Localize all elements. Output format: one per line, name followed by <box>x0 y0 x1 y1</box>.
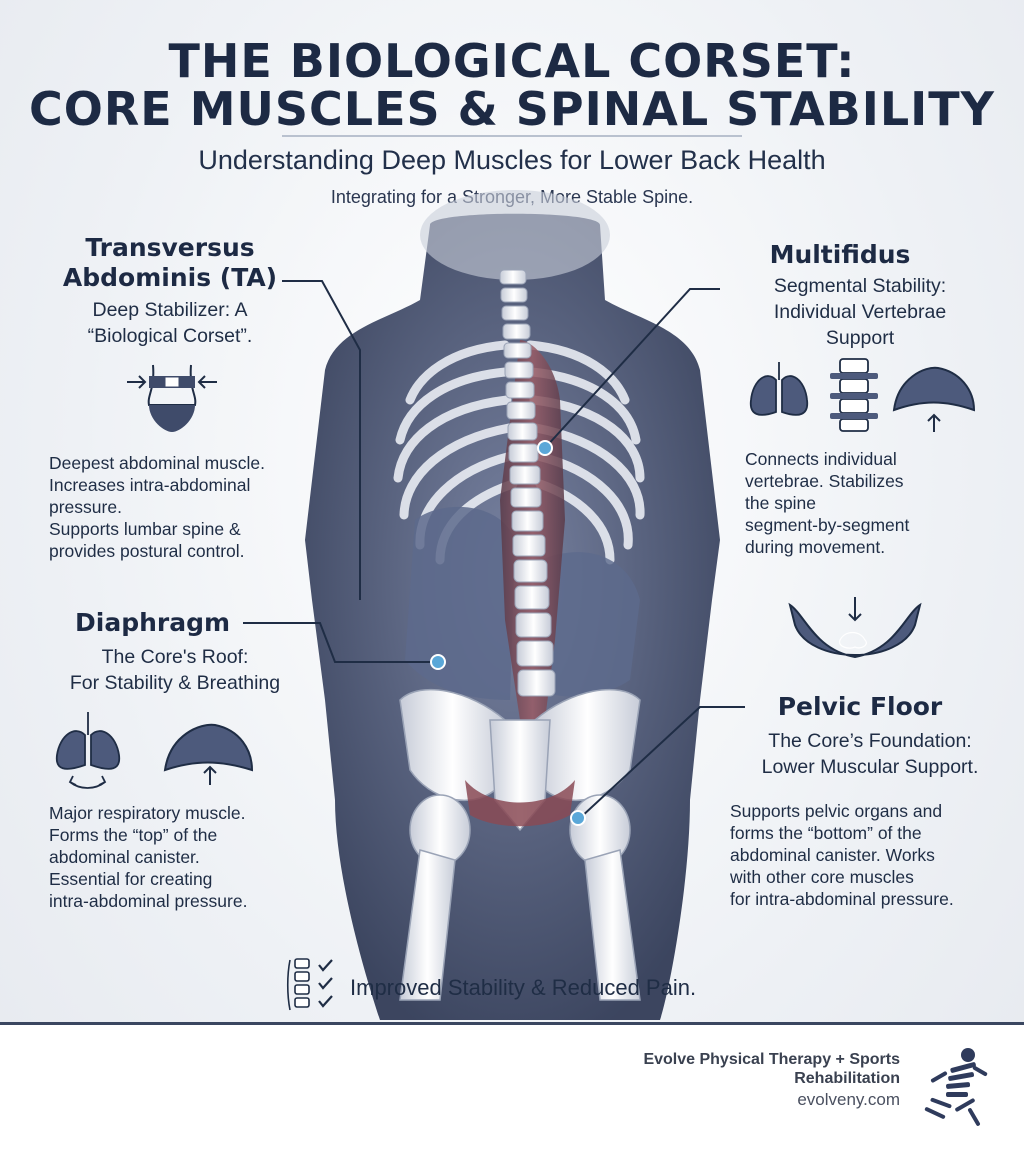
lungs-icon <box>55 712 121 789</box>
ta-desc-line: pressure. <box>49 497 122 517</box>
leader-dots <box>430 440 586 826</box>
ta-subtitle-line-1: Deep Stabilizer: A <box>92 299 248 321</box>
subtitle: Understanding Deep Muscles for Lower Bac… <box>198 145 826 175</box>
leader-lines <box>243 280 745 819</box>
spine-checklist-icon <box>286 958 333 1011</box>
ta-title-line-2: Abdominis (TA) <box>62 263 278 292</box>
multifidus-desc-line: the spine <box>745 493 817 513</box>
ta-description: Deepest abdominal muscle. Increases intr… <box>49 452 319 562</box>
running-figure-logo <box>924 1048 988 1126</box>
ta-desc-line: Deepest abdominal muscle. <box>49 453 265 473</box>
diaphragm-desc-line: Essential for creating <box>49 869 213 889</box>
title-divider <box>282 135 742 137</box>
abdominal-muscle <box>405 506 515 700</box>
diaphragm-desc-line: Major respiratory muscle. <box>49 803 246 823</box>
diaphragm-desc-line: Forms the “top” of the <box>49 825 218 845</box>
multifidus-subtitle-line-1: Segmental Stability: <box>773 275 947 297</box>
pelvic-floor-subtitle-line-1: The Core’s Foundation: <box>768 730 972 752</box>
diaphragm-desc-line: intra-abdominal pressure. <box>49 891 248 911</box>
pelvic-floor-subtitle-line-2: Lower Muscular Support. <box>761 756 979 778</box>
pelvic-hammock-icon <box>788 597 922 659</box>
pelvic-floor-desc-line: with other core muscles <box>730 867 914 887</box>
title-line-1: THE BIOLOGICAL CORSET: <box>168 34 856 88</box>
footer-org-line-2: Rehabilitation <box>794 1070 900 1087</box>
title-line-2: CORE MUSCLES & SPINAL STABILITY <box>29 82 995 136</box>
diaphragm-desc-line: abdominal canister. <box>49 847 200 867</box>
multifidus-desc-line: vertebrae. Stabilizes <box>745 471 904 491</box>
spine <box>499 269 556 697</box>
pelvic-floor-desc-line: abdominal canister. Works <box>730 845 935 865</box>
pelvic-floor-description: Supports pelvic organs and forms the “bo… <box>730 800 1020 910</box>
outcome-text: Improved Stability & Reduced Pain. <box>350 975 697 1000</box>
pelvic-floor-desc-line: forms the “bottom” of the <box>730 823 922 843</box>
lungs-icon <box>749 362 809 416</box>
diaphragm-subtitle-line-2: For Stability & Breathing <box>69 672 281 694</box>
ta-desc-line: provides postural control. <box>49 541 245 561</box>
waist-compression-icon <box>127 364 217 432</box>
multifidus-subtitle-line-2: Individual Vertebrae <box>773 301 947 323</box>
multifidus-desc-line: Connects individual <box>745 449 897 469</box>
pelvic-floor-desc-line: for intra-abdominal pressure. <box>730 889 954 909</box>
multifidus-description: Connects individual vertebrae. Stabilize… <box>745 448 1005 558</box>
multifidus-desc-line: during movement. <box>745 537 886 557</box>
diaphragm-title: Diaphragm <box>75 608 231 637</box>
footer-url[interactable]: evolveny.com <box>797 1090 900 1109</box>
ta-desc-line: Increases intra-abdominal <box>49 475 251 495</box>
vertebrae-icon <box>830 358 878 432</box>
footer <box>0 1022 1024 1157</box>
pelvic-floor-title: Pelvic Floor <box>777 692 943 721</box>
ta-title-line-1: Transversus <box>85 233 255 262</box>
pelvic-floor-desc-line: Supports pelvic organs and <box>730 801 943 821</box>
ta-subtitle-line-2: “Biological Corset”. <box>87 325 253 347</box>
diaphragm-dome-icon <box>163 723 254 785</box>
multifidus-subtitle-line-3: Support <box>825 327 895 349</box>
multifidus-title: Multifidus <box>769 240 911 269</box>
pelvic-floor-muscle <box>465 780 575 827</box>
multifidus-desc-line: segment-by-segment <box>745 515 910 535</box>
diaphragm-dome-icon <box>892 366 976 432</box>
diaphragm-description: Major respiratory muscle. Forms the “top… <box>49 802 319 912</box>
diaphragm-subtitle-line-1: The Core's Roof: <box>101 646 249 668</box>
anatomy-illustration <box>243 190 745 1020</box>
footer-org-name: Evolve Physical Therapy + Sports Rehabil… <box>643 1050 900 1088</box>
footer-org-line-1: Evolve Physical Therapy + Sports <box>643 1051 900 1068</box>
ta-desc-line: Supports lumbar spine & <box>49 519 241 539</box>
